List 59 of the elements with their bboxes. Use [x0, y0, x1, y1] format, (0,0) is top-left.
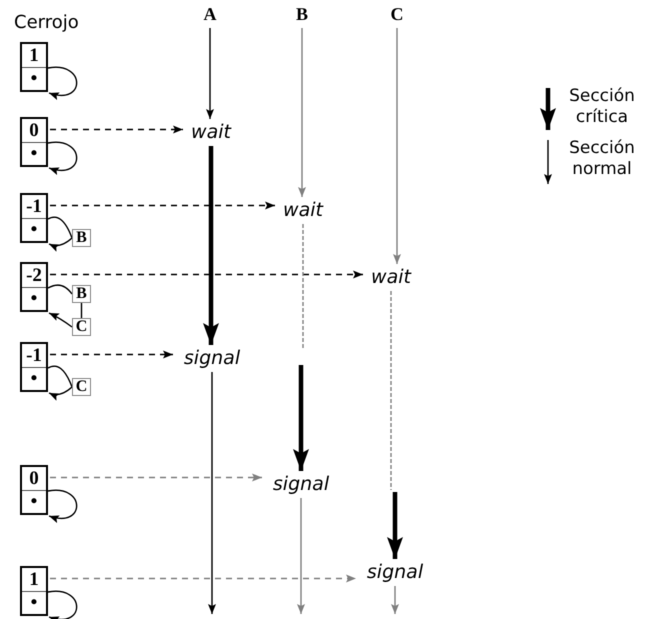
queue-link — [48, 386, 72, 400]
pointer-dot: • — [30, 142, 38, 165]
queued-process-box: C — [72, 318, 91, 336]
process-arrow — [391, 586, 399, 614]
process-arrow — [387, 492, 403, 559]
queue-link — [48, 284, 73, 294]
waiting-line — [302, 224, 304, 350]
process-arrow — [297, 498, 305, 614]
lock-box — [20, 465, 48, 515]
counter-value: -2 — [22, 264, 46, 288]
counter-value: 1 — [22, 568, 46, 592]
lock-box — [20, 566, 48, 616]
counter-value: 1 — [22, 44, 46, 68]
pointer-dot: • — [30, 68, 38, 90]
pointer-dot: • — [30, 368, 38, 390]
counter-value: 0 — [22, 467, 46, 490]
process-arrow — [203, 146, 219, 345]
process-arrow — [206, 28, 214, 119]
lock-box — [20, 193, 48, 243]
signal-arrow — [50, 574, 356, 582]
queue-link — [48, 490, 78, 522]
process-arrow — [208, 372, 216, 614]
queue-link — [48, 142, 78, 174]
process-header: B — [292, 4, 312, 26]
signal-arrow — [50, 350, 173, 358]
lock-box — [20, 262, 48, 312]
signal-arrow — [50, 474, 262, 482]
queue-link — [48, 237, 72, 251]
lock-box — [20, 117, 48, 167]
pointer-dot: • — [30, 288, 38, 310]
queue-link — [48, 216, 73, 238]
queued-process-box: B — [72, 229, 91, 247]
column-title: Cerrojo — [14, 12, 79, 33]
queue-link — [48, 66, 78, 99]
queue-link — [48, 590, 78, 619]
queue-link — [48, 366, 73, 388]
queue-link — [48, 312, 72, 328]
legend-label: Sección crítica — [568, 86, 636, 128]
counter-value: -1 — [22, 195, 46, 218]
process-header: A — [200, 4, 220, 26]
lock-box — [20, 42, 48, 92]
counter-value: 0 — [22, 119, 46, 142]
signal-arrow — [50, 126, 183, 134]
waiting-line — [390, 291, 392, 490]
signal-arrow — [50, 270, 363, 278]
queued-process-box: C — [72, 378, 91, 396]
lock-box — [20, 342, 48, 392]
pointer-dot: • — [30, 592, 38, 614]
legend-label: Sección normal — [568, 138, 636, 180]
queued-process-box: B — [72, 285, 91, 303]
process-header: C — [387, 4, 407, 26]
signal-arrow — [50, 202, 275, 210]
process-arrow — [293, 365, 309, 471]
process-arrow — [393, 28, 401, 264]
process-arrow — [298, 28, 306, 197]
pointer-dot: • — [30, 218, 38, 241]
queue-link — [80, 303, 82, 318]
counter-value: -1 — [22, 344, 46, 368]
pointer-dot: • — [30, 490, 38, 513]
